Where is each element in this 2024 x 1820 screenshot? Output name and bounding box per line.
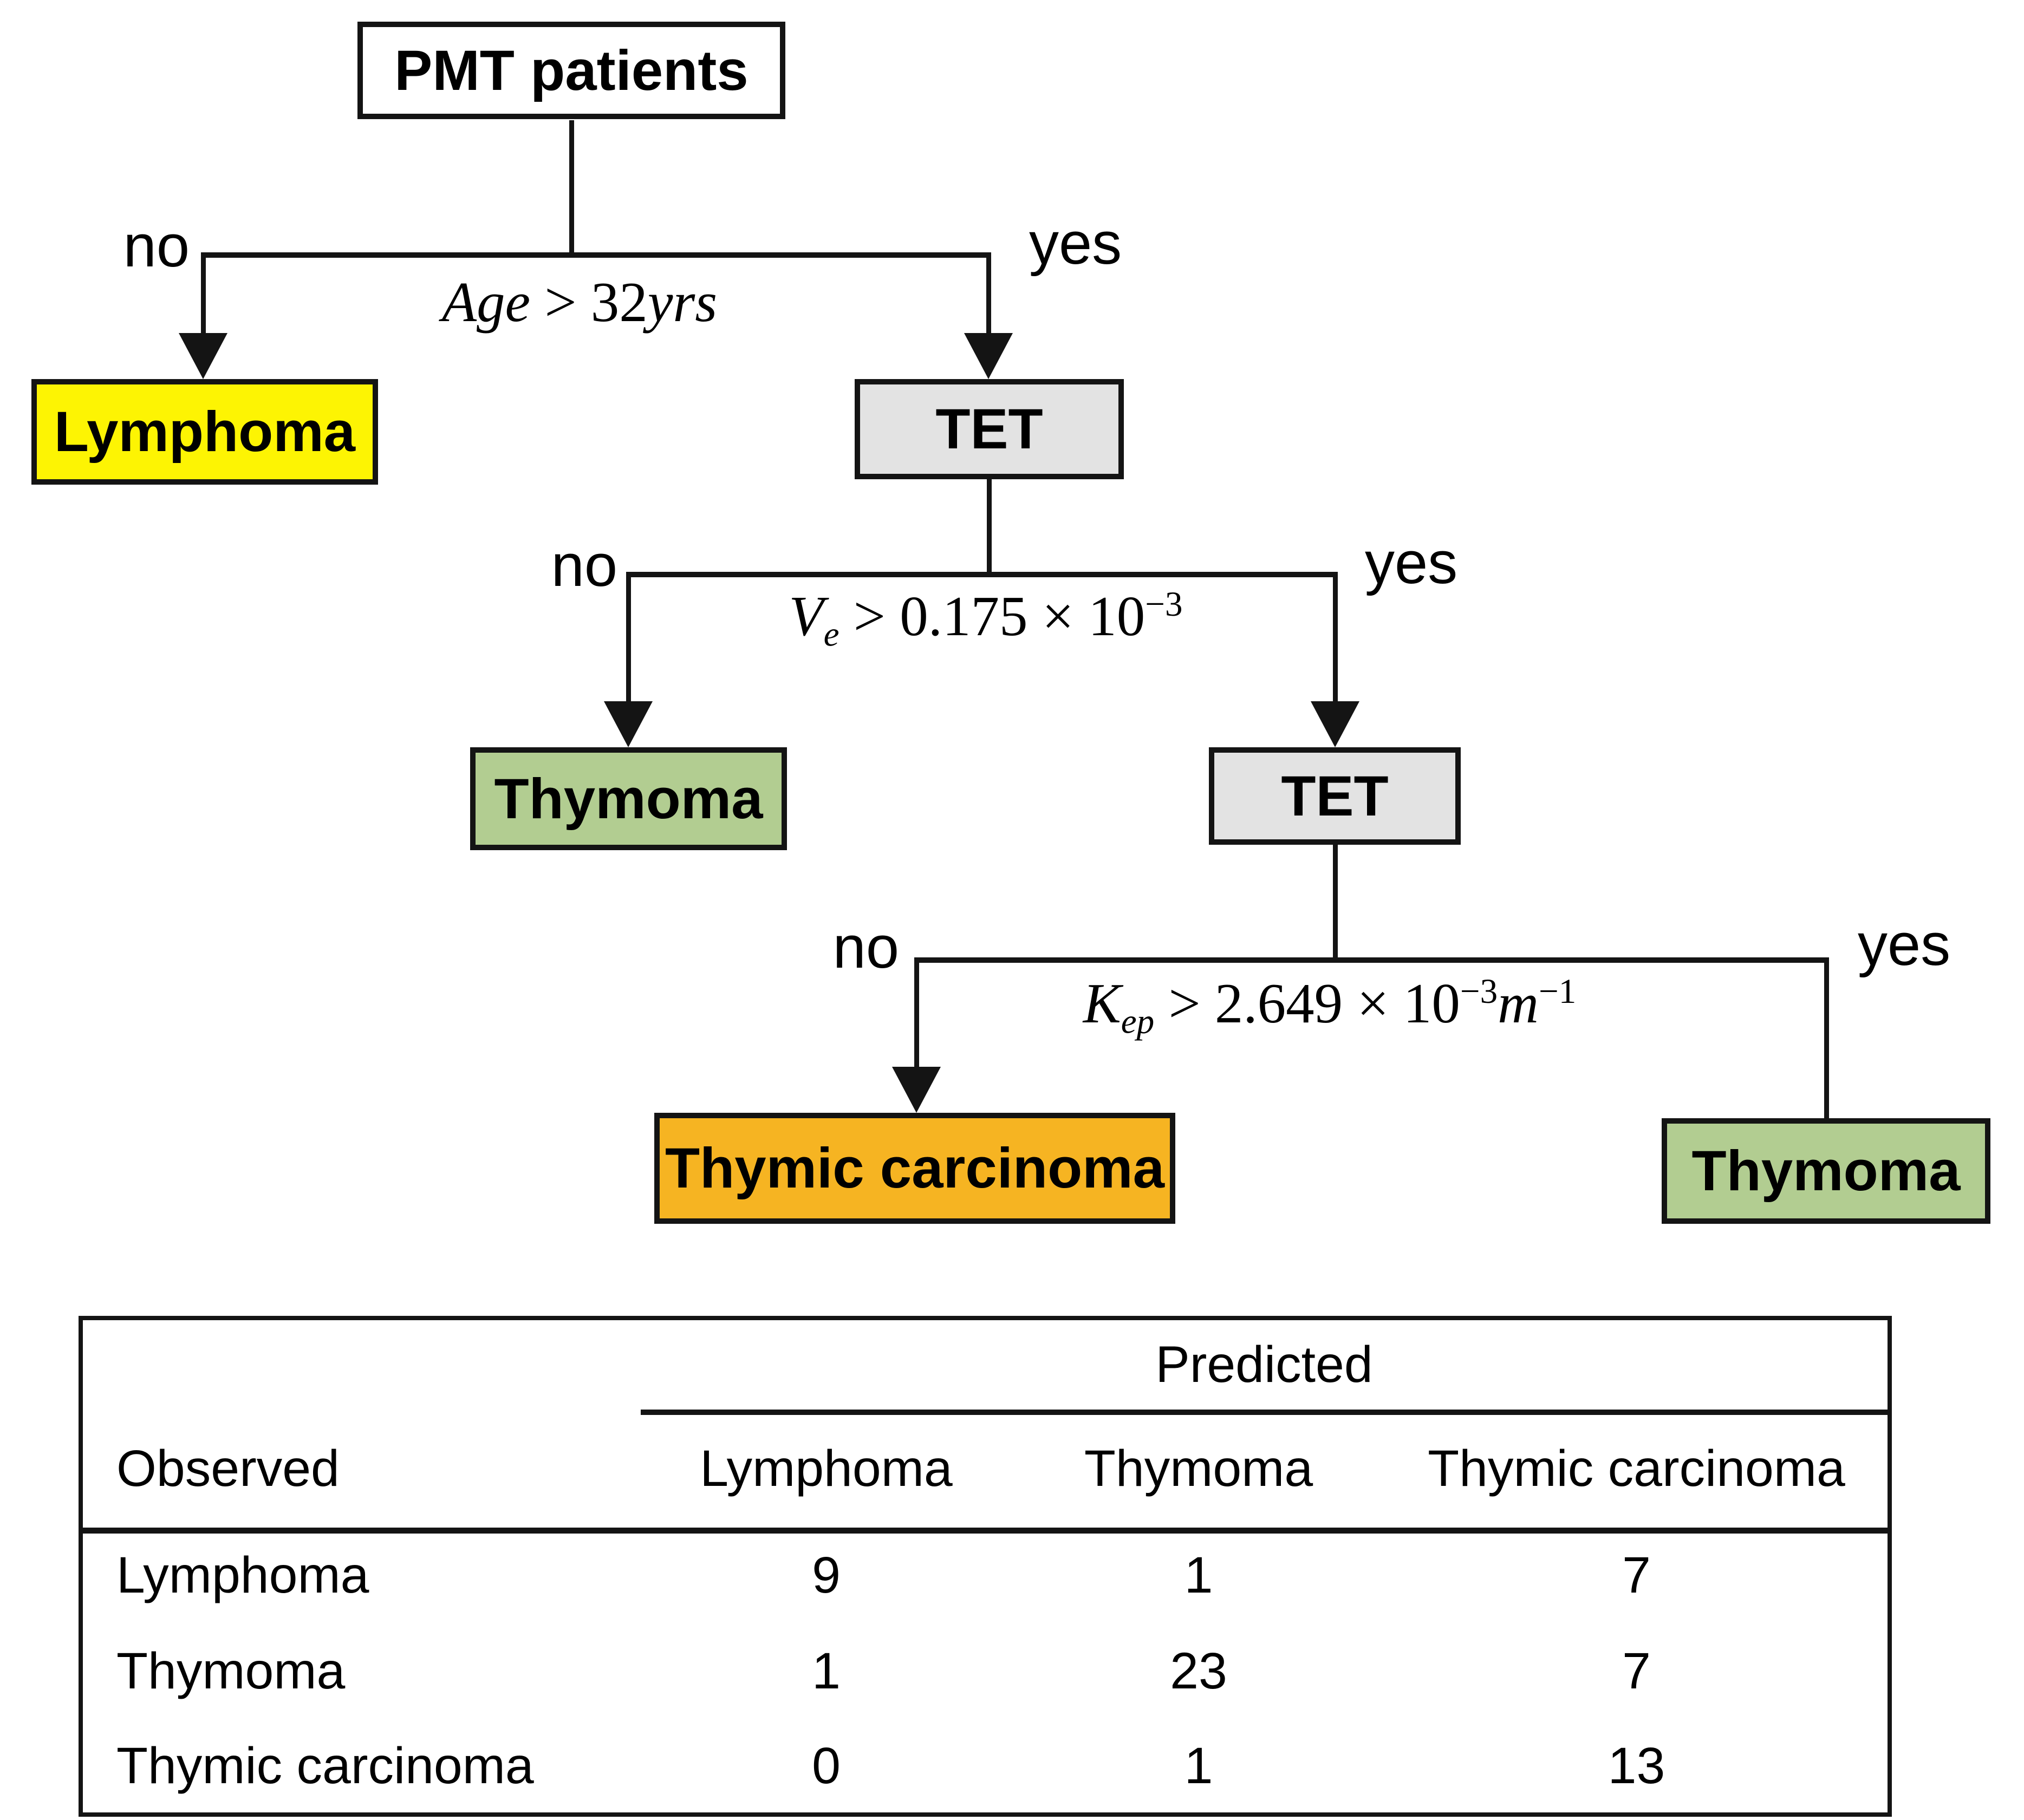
- row-label: Lymphoma: [116, 1547, 369, 1604]
- condition-threshold: > 32: [530, 270, 648, 334]
- column-header-thymoma: Thymoma: [1084, 1439, 1313, 1497]
- cell-value: 1: [812, 1642, 841, 1700]
- column-header-observed: Observed: [116, 1439, 340, 1497]
- node-thymoma-2: Thymoma: [1662, 1118, 1990, 1224]
- branch2-yes-label: yes: [1365, 530, 1458, 596]
- cell-value: 13: [1608, 1737, 1665, 1795]
- condition-subscript: e: [823, 615, 839, 654]
- node-tet-1: TET: [855, 379, 1124, 479]
- row-label: Thymoma: [116, 1642, 346, 1700]
- cell-value: 9: [812, 1547, 841, 1604]
- branch1-no-label: no: [123, 213, 190, 279]
- branch1-yes-label: yes: [1029, 210, 1122, 277]
- connector-branch2-no-drop: [626, 572, 631, 704]
- branch2-condition: Ve > 0.175 × 10−3: [769, 585, 1202, 654]
- connector-branch2-horizontal: [626, 572, 1337, 577]
- node-thymoma-1-label: Thymoma: [494, 767, 763, 831]
- predicted-underline: [641, 1410, 1888, 1415]
- branch3-yes-label: yes: [1858, 911, 1951, 978]
- condition-exponent: −3: [1460, 972, 1498, 1012]
- node-thymic-carcinoma-label: Thymic carcinoma: [665, 1137, 1165, 1200]
- node-lymphoma-label: Lymphoma: [54, 400, 356, 464]
- node-thymoma-1: Thymoma: [470, 747, 787, 850]
- condition-unit: yrs: [647, 270, 718, 334]
- connector-branch1-yes-drop: [986, 252, 991, 347]
- cell-value: 7: [1622, 1547, 1651, 1604]
- branch3-no-label: no: [832, 914, 899, 981]
- condition-variable: Age: [441, 270, 531, 334]
- confusion-matrix-table: Predicted Observed Lymphoma Thymoma Thym…: [79, 1316, 1892, 1817]
- cell-value: 7: [1622, 1642, 1651, 1700]
- cell-value: 23: [1170, 1642, 1227, 1700]
- branch1-condition: Age > 32yrs: [417, 271, 742, 334]
- node-thymic-carcinoma: Thymic carcinoma: [654, 1113, 1175, 1224]
- table-row: Lymphoma 9 1 7: [83, 1528, 1888, 1623]
- cell-value: 1: [1184, 1737, 1213, 1795]
- arrow-down-icon: [179, 333, 227, 379]
- branch3-condition: Kep > 2.649 × 10−3m−1: [1059, 972, 1600, 1041]
- node-pmt-patients-label: PMT patients: [394, 38, 749, 102]
- arrow-down-icon: [604, 701, 653, 747]
- table-group-header-row: Predicted: [83, 1320, 1888, 1410]
- column-header-lymphoma: Lymphoma: [700, 1439, 953, 1497]
- node-pmt-patients: PMT patients: [357, 22, 785, 119]
- connector-branch3-horizontal: [914, 957, 1828, 963]
- condition-variable: K: [1083, 971, 1121, 1035]
- branch2-no-label: no: [551, 532, 617, 599]
- node-tet-2-label: TET: [1281, 764, 1389, 828]
- condition-variable: V: [789, 584, 824, 648]
- condition-unit-exponent: −1: [1539, 972, 1577, 1012]
- header-separator-rule: [83, 1528, 1888, 1534]
- condition-subscript: ep: [1121, 1002, 1155, 1041]
- table-row: Thymic carcinoma 0 1 13: [83, 1719, 1888, 1812]
- cell-value: 1: [1184, 1547, 1213, 1604]
- table-row: Thymoma 1 23 7: [83, 1623, 1888, 1719]
- column-header-thymic-carcinoma: Thymic carcinoma: [1428, 1439, 1845, 1497]
- node-tet-2: TET: [1209, 747, 1461, 845]
- connector-branch3-yes-drop: [1824, 957, 1829, 1121]
- arrow-down-icon: [1311, 701, 1359, 747]
- connector-branch3-no-drop: [914, 957, 919, 1069]
- arrow-down-icon: [964, 333, 1013, 379]
- predicted-group-header: Predicted: [1155, 1336, 1373, 1393]
- table-header-row: Observed Lymphoma Thymoma Thymic carcino…: [83, 1410, 1888, 1528]
- connector-branch2-yes-drop: [1333, 572, 1338, 704]
- connector-branch1-horizontal: [201, 252, 991, 258]
- arrow-down-icon: [892, 1067, 941, 1113]
- condition-exponent: −3: [1145, 585, 1183, 624]
- node-lymphoma: Lymphoma: [31, 379, 378, 485]
- connector-tet2-stub: [1333, 844, 1338, 963]
- connector-branch1-no-drop: [201, 252, 206, 347]
- condition-threshold: > 0.175 × 10: [839, 584, 1146, 648]
- node-tet-1-label: TET: [935, 397, 1043, 461]
- condition-threshold: > 2.649 × 10: [1154, 971, 1460, 1035]
- connector-tet1-stub: [987, 478, 992, 577]
- row-label: Thymic carcinoma: [116, 1737, 534, 1795]
- condition-unit: m: [1498, 971, 1539, 1035]
- connector-root-stub: [569, 120, 574, 258]
- cell-value: 0: [812, 1737, 841, 1795]
- node-thymoma-2-label: Thymoma: [1691, 1139, 1961, 1203]
